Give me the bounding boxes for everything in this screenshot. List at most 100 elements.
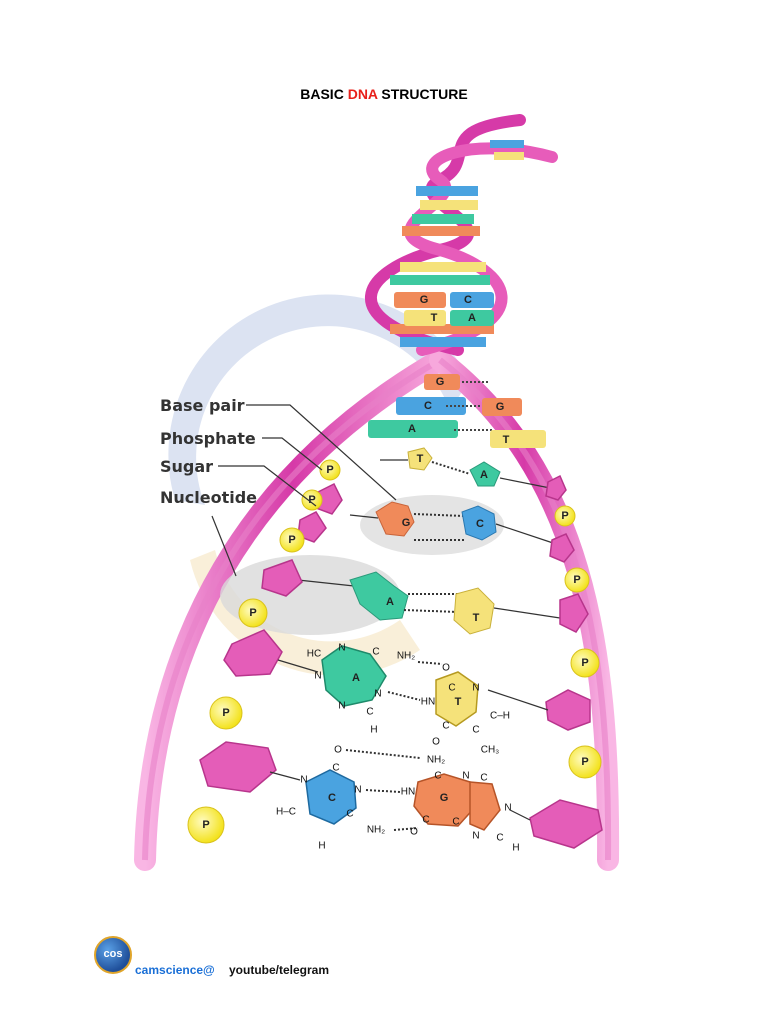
atom-label: CH₃ bbox=[481, 745, 500, 756]
ladder-pair-gc: G C bbox=[349, 501, 557, 545]
molecule-base-label: C bbox=[328, 792, 336, 804]
atom-label: N bbox=[462, 771, 469, 782]
ladder-pair-g: G bbox=[424, 374, 490, 390]
atom-label: H bbox=[512, 843, 519, 854]
hydrogen-bond bbox=[345, 749, 421, 759]
atom-label: C bbox=[472, 725, 479, 736]
phosphate-symbol: P bbox=[249, 607, 256, 619]
atom-label: C bbox=[434, 771, 441, 782]
glycosidic-bond bbox=[487, 689, 549, 711]
atom-label: C bbox=[496, 833, 503, 844]
atom-label: H bbox=[318, 841, 325, 852]
double-helix-top bbox=[365, 114, 558, 356]
ladder-base-left: A bbox=[408, 423, 416, 435]
ladder-base-left: T bbox=[417, 453, 424, 465]
helix-base-right: A bbox=[468, 312, 476, 324]
glycosidic-bond bbox=[509, 809, 531, 821]
atom-label: N bbox=[354, 785, 361, 796]
title-suffix: STRUCTURE bbox=[377, 86, 468, 102]
phosphate-symbol: P bbox=[573, 574, 580, 586]
atom-label: C bbox=[452, 817, 459, 828]
atom-label: C bbox=[366, 707, 373, 718]
title-highlight: DNA bbox=[347, 86, 378, 102]
phosphates-left: P P P P P P bbox=[187, 459, 341, 844]
phosphate-symbol: P bbox=[308, 494, 315, 506]
phosphate-symbol: P bbox=[326, 464, 333, 476]
atom-label: O bbox=[410, 827, 418, 838]
atom-label: HC bbox=[307, 649, 321, 660]
phosphate-symbol: P bbox=[581, 657, 588, 669]
atom-label: C bbox=[422, 815, 429, 826]
phosphate-symbol: P bbox=[288, 534, 295, 546]
atom-label: C bbox=[480, 773, 487, 784]
ladder-base-left: C bbox=[424, 400, 432, 412]
ladder-base-right: T bbox=[473, 612, 480, 624]
atom-label: C bbox=[448, 683, 455, 694]
sugar-pentagons-left bbox=[199, 482, 343, 793]
label-sugar: Sugar bbox=[160, 457, 317, 507]
ladder-base-left: G bbox=[436, 376, 445, 388]
sugar-pentagons-right bbox=[529, 474, 603, 849]
label-nucleotide: Nucleotide bbox=[160, 488, 257, 577]
atom-label: N bbox=[472, 683, 479, 694]
hydrogen-bond bbox=[393, 827, 419, 831]
atom-label: HN bbox=[421, 697, 435, 708]
phosphates-right: P P P P bbox=[554, 505, 602, 779]
ladder-pair-at: A T bbox=[368, 420, 546, 448]
ladder-base-right: A bbox=[480, 469, 488, 481]
page-title: BASIC DNA STRUCTURE bbox=[0, 86, 768, 102]
atom-label: C bbox=[346, 809, 353, 820]
atom-label: O bbox=[334, 745, 342, 756]
hydrogen-bond bbox=[387, 691, 421, 701]
ladder-pair-cg: C G bbox=[396, 397, 522, 416]
atom-label: N bbox=[504, 803, 511, 814]
phosphate-symbol: P bbox=[581, 756, 588, 768]
molecule-base-label: T bbox=[455, 696, 462, 708]
atom-label: C bbox=[442, 721, 449, 732]
atom-label: N bbox=[300, 775, 307, 786]
phosphate-symbol: P bbox=[561, 510, 568, 522]
molecule-thymine: T O C N HN C–H C C O CH₃ bbox=[421, 663, 510, 756]
title-prefix: BASIC bbox=[300, 86, 348, 102]
atom-label: NH₂ bbox=[427, 755, 445, 766]
molecule-guanine: G NH₂ C N HN C N C C N C O H bbox=[401, 755, 520, 854]
dna-backbone-left bbox=[134, 349, 451, 871]
ladder-pair-at-lower: A T bbox=[297, 571, 561, 635]
ladder-base-right: T bbox=[503, 434, 510, 446]
molecule-adenine: A HC N C NH₂ N N N C H bbox=[307, 643, 416, 736]
molecule-cytosine: C O C N N H–C C NH₂ H bbox=[276, 745, 385, 852]
helix-pair-ta: T A bbox=[404, 310, 494, 326]
atom-label: O bbox=[442, 663, 450, 674]
label-base-pair: Base pair bbox=[160, 396, 397, 501]
label-text: Nucleotide bbox=[160, 488, 257, 507]
footer-handle: camscience@ bbox=[135, 963, 215, 977]
label-text: Phosphate bbox=[160, 429, 256, 448]
ladder-base-left: A bbox=[386, 596, 394, 608]
footer-channel: youtube/telegram bbox=[229, 963, 330, 977]
atom-label: C bbox=[372, 647, 379, 658]
atom-label: C–H bbox=[490, 711, 510, 722]
phosphate-symbol: P bbox=[222, 707, 229, 719]
hydrogen-bond bbox=[417, 661, 443, 665]
atom-label: NH₂ bbox=[397, 651, 415, 662]
atom-label: N bbox=[338, 701, 345, 712]
atom-label: NH₂ bbox=[367, 825, 385, 836]
label-text: Sugar bbox=[160, 457, 213, 476]
ladder-base-right: C bbox=[476, 518, 484, 530]
phosphate-symbol: P bbox=[202, 819, 209, 831]
atom-label: H–C bbox=[276, 807, 296, 818]
helix-base-left: T bbox=[431, 312, 438, 324]
helix-base-right: C bbox=[464, 294, 472, 306]
logo-text: cos bbox=[103, 948, 123, 960]
footer: cos camscience@ youtube/telegram bbox=[94, 936, 394, 977]
atom-label: N bbox=[338, 643, 345, 654]
atom-label: C bbox=[332, 763, 339, 774]
atom-label: N bbox=[314, 671, 321, 682]
label-text: Base pair bbox=[160, 396, 245, 415]
hydrogen-bond bbox=[365, 789, 401, 793]
atom-label: N bbox=[374, 689, 381, 700]
channel-logo: cos bbox=[94, 936, 132, 974]
glycosidic-bond bbox=[277, 659, 319, 673]
atom-label: O bbox=[432, 737, 440, 748]
